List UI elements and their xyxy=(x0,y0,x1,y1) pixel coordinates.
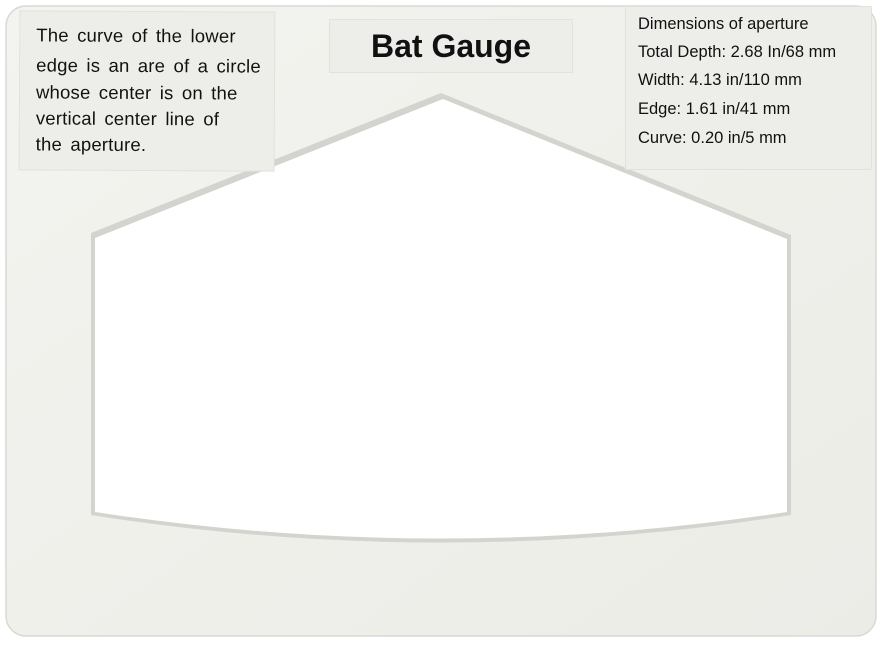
aperture-cutout xyxy=(95,99,787,539)
curve-note-line: the aperture. xyxy=(35,133,147,155)
curve-note-line: edge is an are of a circle xyxy=(36,54,261,77)
dimensions-heading: Dimensions of aperture xyxy=(638,15,809,33)
dimension-width: Width: 4.13 in/110 mm xyxy=(638,71,802,89)
gauge-title: Bat Gauge xyxy=(370,27,532,64)
curve-note-line: whose center is on the xyxy=(35,81,238,104)
dimension-total-depth: Total Depth: 2.68 In/68 mm xyxy=(638,43,837,61)
dimension-curve: Curve: 0.20 in/5 mm xyxy=(638,129,787,147)
curve-note-line: The curve of the lower xyxy=(36,24,236,47)
dimension-edge: Edge: 1.61 in/41 mm xyxy=(638,100,791,118)
curve-note-line: vertical center line of xyxy=(35,107,220,130)
curve-note-label: The curve of the lower edge is an are of… xyxy=(19,11,275,171)
title-label: Bat Gauge xyxy=(330,20,572,72)
dimensions-label: Dimensions of aperture Total Depth: 2.68… xyxy=(626,7,871,169)
